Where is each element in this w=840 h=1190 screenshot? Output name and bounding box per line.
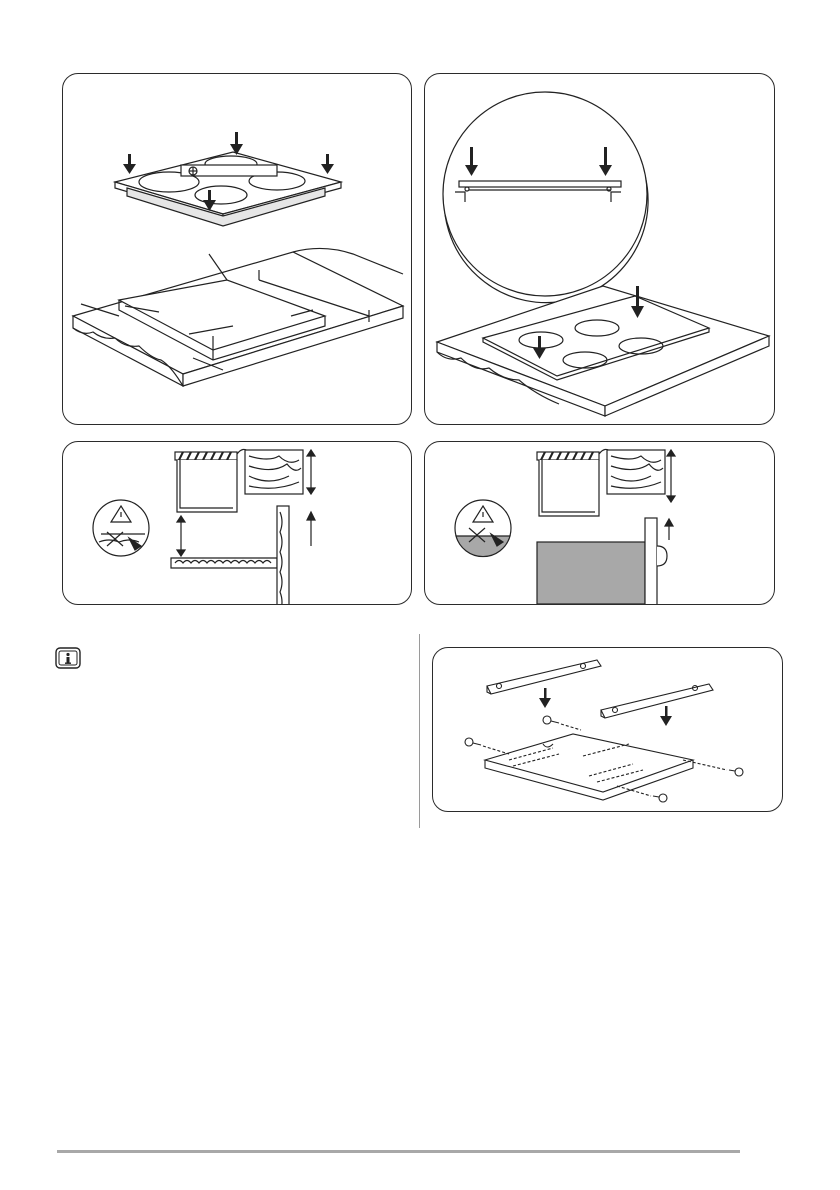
hob-body (177, 460, 237, 512)
clearance-wooden-shelf-drawing (63, 442, 412, 605)
hob-into-cutout-drawing (63, 74, 412, 425)
hob-seal-detail-drawing (425, 74, 775, 425)
cabinet-side (645, 518, 657, 605)
mounting-brackets-drawing (433, 648, 783, 812)
assembly-arrows (539, 688, 672, 726)
wooden-shelf (171, 558, 277, 568)
clearance-oven-below-drawing (425, 442, 775, 605)
figure-hob-into-cutout (62, 73, 412, 425)
figure-clearance-wooden-shelf (62, 441, 412, 605)
figure-clearance-oven-below (424, 441, 775, 605)
hob-plate-section (459, 181, 621, 187)
hob-base-frame (485, 734, 693, 792)
cabinet-side (277, 506, 289, 605)
screw-icon (543, 716, 581, 730)
hob-body (539, 460, 599, 516)
column-divider (419, 634, 420, 828)
hob-top-plate (115, 152, 341, 214)
info-icon (55, 647, 81, 669)
figure-mounting-brackets-assembly (432, 647, 783, 812)
mounting-bracket (601, 684, 713, 718)
footer-rule (57, 1150, 740, 1153)
screw-icon (465, 738, 509, 754)
oven-below (537, 542, 645, 604)
screw-icon (617, 786, 667, 802)
figure-hob-seal-detail (424, 73, 775, 425)
